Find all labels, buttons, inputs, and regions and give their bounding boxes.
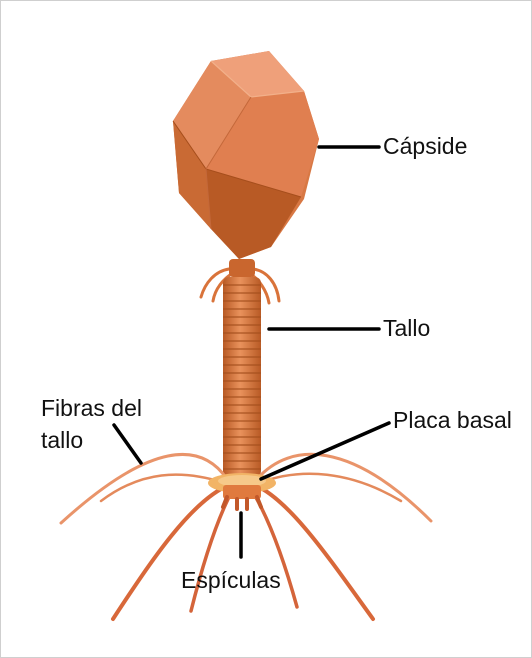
- label-tail-fibers-line2: tallo: [41, 427, 83, 453]
- label-tail: Tallo: [383, 315, 430, 341]
- label-tail-fibers-line1: Fibras del: [41, 395, 142, 421]
- tail-fibers-leader-line: [114, 425, 141, 463]
- tail-sheath: [223, 277, 261, 477]
- label-capsid: Cápside: [383, 133, 467, 159]
- label-base-plate: Placa basal: [393, 407, 512, 433]
- label-spikes: Espículas: [181, 567, 281, 593]
- capsid-head: [173, 51, 319, 259]
- neck: [229, 259, 255, 277]
